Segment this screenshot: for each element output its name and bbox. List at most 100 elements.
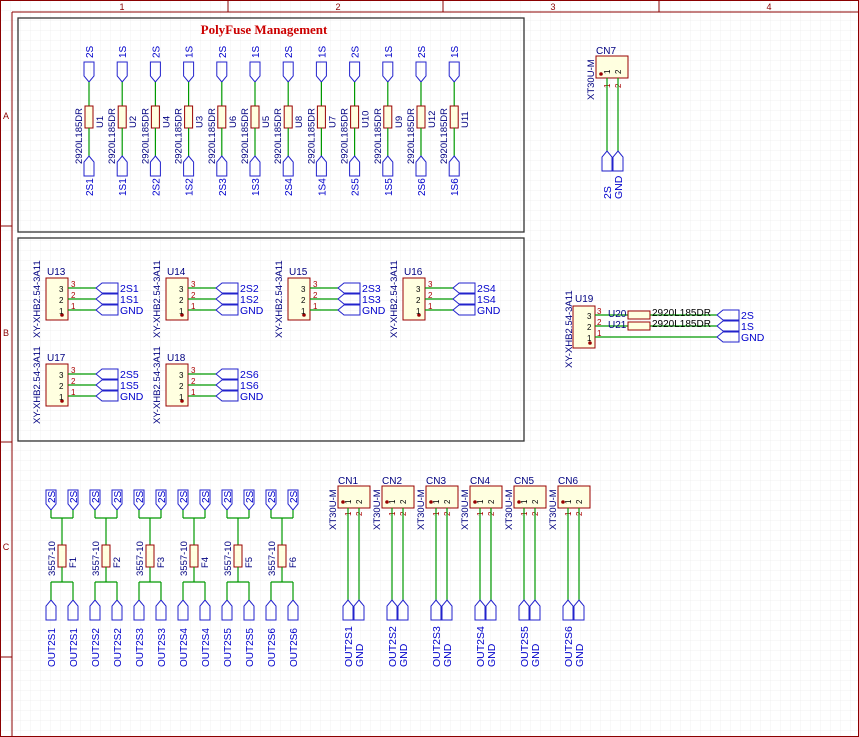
- net-label: GND: [354, 643, 366, 667]
- pin-number: 3: [428, 280, 433, 289]
- part-ref: F4: [200, 557, 211, 568]
- part-ref: CN1: [338, 476, 358, 487]
- polyfuse-body: [416, 105, 426, 129]
- net-label-bottom: OUT2S3: [157, 628, 168, 667]
- part-value: 2920L185DR: [306, 108, 317, 164]
- pin-number: 1: [191, 388, 196, 397]
- part-value: 2920L185DR: [652, 308, 711, 319]
- net-flag-bottom: [45, 599, 57, 621]
- polyfuse-body: [316, 105, 326, 129]
- connector-body: [45, 363, 69, 407]
- net-flag-bottom: [116, 155, 128, 177]
- net-flag: [342, 599, 354, 621]
- pin-number: 2: [59, 382, 64, 391]
- net-flag: [337, 293, 361, 305]
- pin-number: 1: [597, 329, 602, 338]
- net-label-bottom: OUT2S4: [201, 628, 212, 667]
- net-label: 2S2: [240, 283, 259, 295]
- pin-number: 2: [416, 296, 421, 305]
- pin1-marker: [599, 72, 603, 76]
- net-label-bottom: 1S1: [118, 178, 129, 196]
- part-ref: F5: [244, 557, 255, 568]
- net-label-bottom: 1S5: [384, 178, 395, 196]
- net-label-bottom: 2S3: [218, 178, 229, 196]
- net-label-top: 2S: [245, 490, 256, 503]
- pin-number: 2: [428, 291, 433, 300]
- connector-body: [381, 485, 415, 509]
- part-value: 2920L185DR: [652, 319, 711, 330]
- pin1-marker: [429, 500, 433, 504]
- net-label: GND: [240, 391, 264, 403]
- net-label: OUT2S5: [519, 626, 531, 667]
- net-flag-top: [382, 61, 394, 83]
- net-flag-bottom: [243, 599, 255, 621]
- net-flag-top: [221, 489, 233, 511]
- net-flag-bottom: [287, 599, 299, 621]
- part-ref: U7: [327, 116, 338, 128]
- net-label-top: 2S: [135, 490, 146, 503]
- pin-number: 2: [59, 296, 64, 305]
- part-value: 2920L185DR: [439, 108, 450, 164]
- pin-number: 1: [564, 499, 573, 504]
- net-flag-bottom: [315, 155, 327, 177]
- pin1-marker: [417, 313, 421, 317]
- net-label-bottom: OUT2S2: [91, 628, 102, 667]
- net-label-bottom: OUT2S5: [223, 628, 234, 667]
- pin1-marker: [561, 500, 565, 504]
- pin-number: 1: [59, 307, 64, 316]
- net-label: OUT2S3: [431, 626, 443, 667]
- net-label: OUT2S4: [475, 626, 487, 667]
- net-flag: [353, 599, 365, 621]
- net-flag-top: [448, 61, 460, 83]
- pin-number: 1: [587, 334, 592, 343]
- net-flag-top: [183, 61, 195, 83]
- polyfuse-body: [449, 105, 459, 129]
- net-label: 1S: [741, 321, 754, 333]
- part-value: XY-XHB2.54-3A11: [152, 346, 163, 424]
- net-label-top: 1S: [118, 45, 129, 58]
- part-value: XY-XHB2.54-3A11: [32, 260, 43, 338]
- net-flag: [716, 320, 740, 332]
- part-ref: U5: [261, 116, 272, 128]
- part-value: 2920L185DR: [74, 108, 85, 164]
- pin-number: 1: [428, 302, 433, 311]
- net-flag: [474, 599, 486, 621]
- part-value: XY-XHB2.54-3A11: [389, 260, 400, 338]
- net-label-top: 2S: [69, 490, 80, 503]
- net-flag: [215, 390, 239, 402]
- net-label: 2S4: [477, 283, 496, 295]
- pin-number: 2: [531, 499, 540, 504]
- part-value: 3557-10: [223, 541, 234, 576]
- net-label: OUT2S1: [343, 626, 355, 667]
- pin-number: 3: [71, 280, 76, 289]
- pin1-marker: [473, 500, 477, 504]
- pin-number: 2: [399, 499, 408, 504]
- part-ref: U2: [128, 116, 139, 128]
- net-label-bottom: OUT2S1: [69, 628, 80, 667]
- connector-body: [402, 277, 426, 321]
- net-label: 1S5: [120, 380, 139, 392]
- net-label-bottom: OUT2S4: [179, 628, 190, 667]
- part-value: 2920L185DR: [406, 108, 417, 164]
- part-value: 3557-10: [47, 541, 58, 576]
- net-label: GND: [120, 305, 144, 317]
- net-label-bottom: OUT2S6: [267, 628, 278, 667]
- net-flag-bottom: [183, 155, 195, 177]
- polyfuse-body: [350, 105, 360, 129]
- pin-number: 1: [388, 499, 397, 504]
- connector-body: [572, 305, 596, 349]
- net-flag-bottom: [282, 155, 294, 177]
- balance-box: [17, 237, 525, 442]
- part-ref: U18: [167, 353, 186, 364]
- part-ref: U14: [167, 267, 186, 278]
- net-label-bottom: OUT2S3: [135, 628, 146, 667]
- net-flag-bottom: [83, 155, 95, 177]
